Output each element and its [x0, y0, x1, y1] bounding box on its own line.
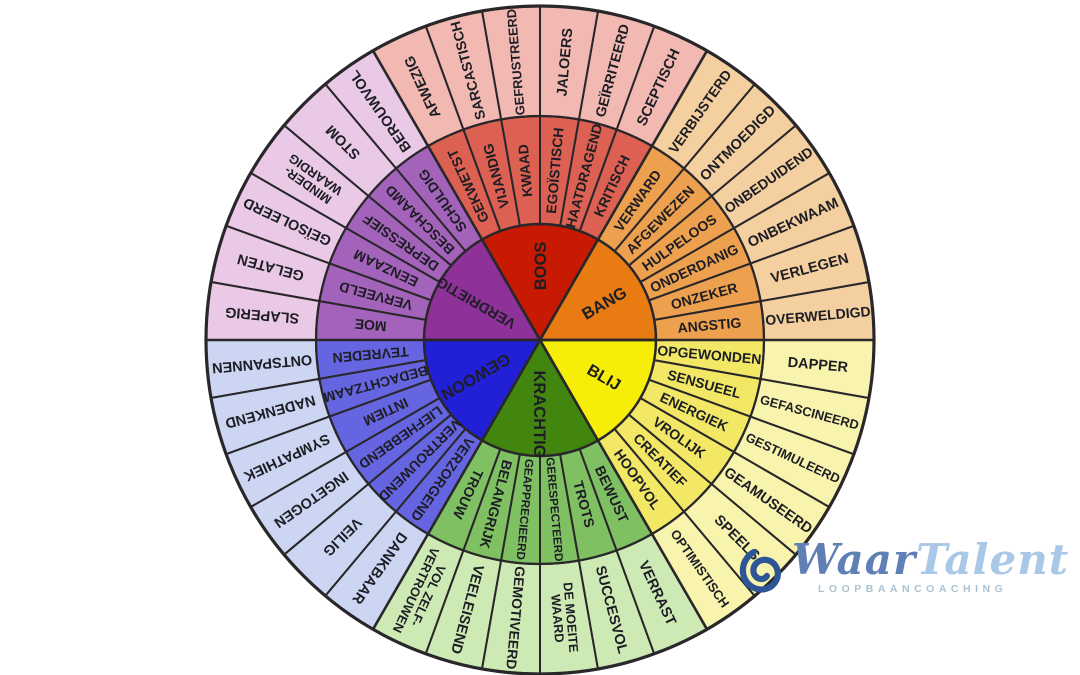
swirl-icon: [739, 548, 781, 593]
label-de-moeite-waard: DE MOEITEWAARD: [547, 582, 581, 655]
logo-word-waar: Waar: [792, 535, 917, 584]
label-kwaad: KWAAD: [515, 144, 536, 198]
label-moe: MOE: [354, 316, 387, 335]
label-boos: BOOS: [532, 242, 550, 291]
label-ego-stisch: EGOÏSTISCH: [543, 127, 566, 214]
logo-subtitle: LOOPBAANCOACHING: [818, 583, 1008, 596]
label-slaperig: SLAPERIG: [225, 303, 300, 325]
sector-divider: [538, 50, 709, 341]
sector-divider: [371, 339, 542, 630]
middle-rim: [314, 114, 766, 566]
logo-wordmark: WaarTalent: [792, 535, 1070, 584]
label-krachtig: KRACHTIG: [530, 370, 548, 457]
sector-divider: [538, 339, 709, 630]
label-tevreden: TEVREDEN: [332, 344, 409, 367]
label-angstig: ANGSTIG: [677, 314, 742, 336]
label-jaloers: JALOERS: [554, 27, 576, 97]
sector-divider: [371, 50, 542, 341]
outer-rim: [204, 4, 876, 675]
brand-logo: WaarTalent LOOPBAANCOACHING: [736, 535, 1070, 602]
logo-word-talent: Talent: [916, 535, 1070, 584]
inner-rim: [422, 222, 658, 458]
label-dapper: DAPPER: [787, 355, 849, 376]
